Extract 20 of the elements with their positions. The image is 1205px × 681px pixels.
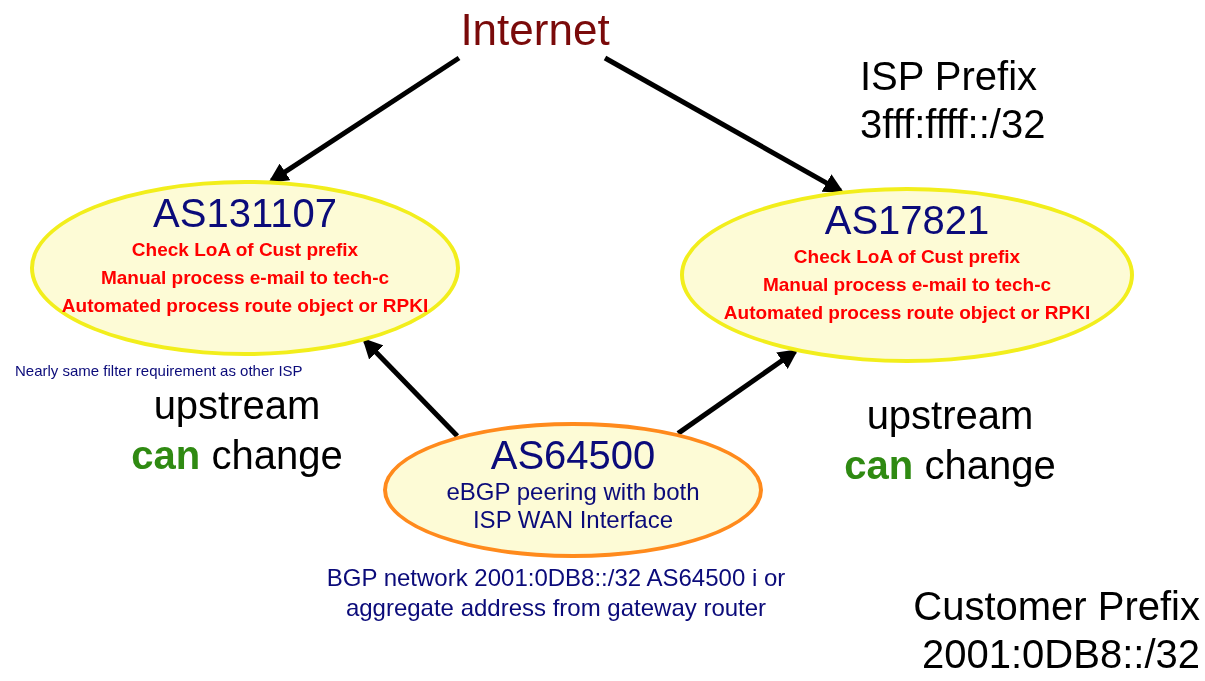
note-text: Nearly same filter requirement as other ISP [15,361,304,381]
as-number-title: AS131107 [153,190,337,236]
status-label: upstream can change [130,382,344,479]
requirement-text: Check LoA of Cust prefix [131,238,359,262]
as-number-title: AS17821 [824,197,990,243]
requirement-text: Manual process e-mail to tech-c [100,266,390,290]
description-text: eBGP peering with both ISP WAN Interface [445,478,701,534]
as-number-title: AS64500 [490,432,656,478]
arrow [362,338,460,438]
arrow [268,55,461,183]
internet-label: Internet [460,5,610,55]
requirement-text: Check LoA of Cust prefix [793,245,1021,269]
requirement-text: Manual process e-mail to tech-c [762,273,1052,297]
requirement-text: Automated process route object or RPKI [61,294,429,318]
prefix-label: ISP Prefix 3fff:ffff::/32 [860,53,1047,148]
status-label: upstream can change [843,392,1057,489]
arrow [676,349,799,436]
requirement-text: Automated process route object or RPKI [723,301,1091,325]
prefix-label: Customer Prefix 2001:0DB8::/32 [912,583,1200,678]
note-text: BGP network 2001:0DB8::/32 AS64500 i or aggregate address from gateway router [325,563,787,623]
